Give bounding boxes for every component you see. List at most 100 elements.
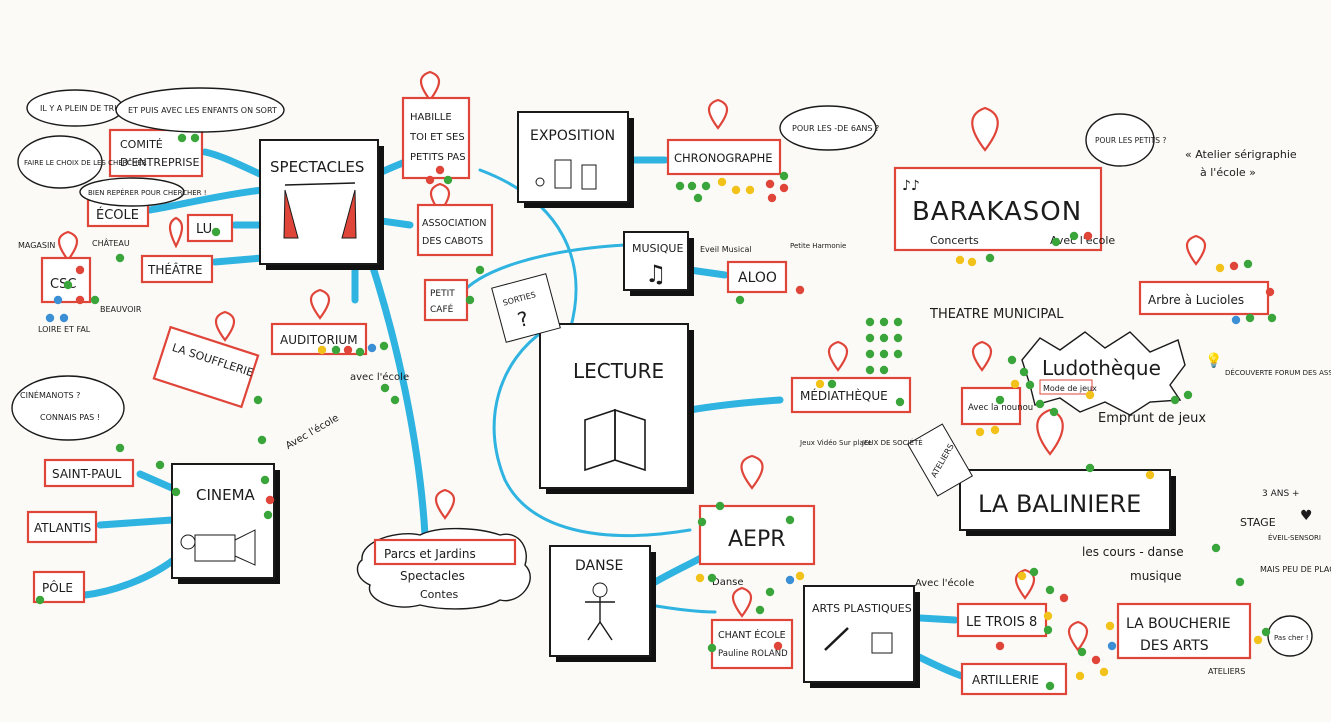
sticker-dot <box>379 341 389 351</box>
bubble-pour-les-6ans: POUR LES -DE 6ANS ? <box>779 105 879 151</box>
svg-text:ARTILLERIE: ARTILLERIE <box>972 673 1039 687</box>
sticker-dot <box>1105 621 1115 631</box>
sticker-dot <box>53 295 63 305</box>
sticker-dot <box>1261 627 1271 637</box>
svg-text:HABILLE: HABILLE <box>410 112 452 123</box>
sticker-dot <box>1083 231 1093 241</box>
svg-text:ATELIERS: ATELIERS <box>1208 667 1245 676</box>
svg-text:3 ANS +: 3 ANS + <box>1262 489 1300 499</box>
arrow-lecture-aepr <box>492 328 692 538</box>
hub-spectacles: SPECTACLES <box>259 139 384 270</box>
svg-text:Ludothèque: Ludothèque <box>1042 356 1161 380</box>
svg-text:STAGE: STAGE <box>1240 516 1276 529</box>
note-jeux-societe: JEUX DE SOCIÉTÉ <box>861 438 923 447</box>
sticker-dot <box>1045 681 1055 691</box>
svg-text:POUR LES -DE 6ANS ?: POUR LES -DE 6ANS ? <box>792 124 879 133</box>
sticker-dot <box>265 495 275 505</box>
svg-text:ÉVEIL-SENSORI: ÉVEIL-SENSORI <box>1268 533 1321 542</box>
note-avec-ecole-3: Avec l'école <box>915 577 974 589</box>
sticker-dot <box>257 435 267 445</box>
sticker-dot <box>1245 313 1255 323</box>
sticker-dot <box>865 333 875 343</box>
venue-petit-cafe: PETIT CAFÉ <box>423 278 469 322</box>
venue-parcs-jardins: Parcs et Jardins Spectacles Contes <box>356 488 531 610</box>
venue-nounou: Avec la nounou <box>960 340 1033 426</box>
arrow-musique-aloo <box>686 266 729 279</box>
sticker-dot <box>955 255 965 265</box>
sticker-dot <box>675 181 685 191</box>
sticker-dot <box>731 185 741 195</box>
sticker-dot <box>865 365 875 375</box>
sticker-dot <box>1025 380 1035 390</box>
svg-text:CONNAIS PAS !: CONNAIS PAS ! <box>40 413 100 422</box>
sticker-dot <box>755 605 765 615</box>
svg-text:MAGASIN: MAGASIN <box>18 241 55 250</box>
sticker-dot <box>1043 611 1053 621</box>
sticker-dot <box>1253 635 1263 645</box>
svg-text:Parcs et Jardins: Parcs et Jardins <box>384 547 476 561</box>
music-note-icon: ♫ <box>645 260 667 288</box>
sticker-dot <box>1107 641 1117 651</box>
sticker-dot <box>895 397 905 407</box>
note-avec-ecole-1: avec l'école <box>350 371 409 383</box>
svg-text:AUDITORIUM: AUDITORIUM <box>280 333 358 347</box>
sticker-dot <box>155 460 165 470</box>
sticker-dot <box>1183 390 1193 400</box>
sticker-dot <box>115 253 125 263</box>
svg-text:LA BALINIERE: LA BALINIERE <box>978 490 1141 518</box>
hub-danse-label: DANSE <box>575 558 623 574</box>
sticker-dot <box>390 395 400 405</box>
venue-theatre: THÉÂTRE <box>140 254 214 284</box>
sticker-dot <box>1043 625 1053 635</box>
arrow-cinema-saintpaul <box>136 470 176 492</box>
sticker-dot <box>190 133 200 143</box>
sticker-dot <box>1007 355 1017 365</box>
sticker-dot <box>45 313 55 323</box>
note-atelier-1: « Atelier sérigraphie <box>1185 148 1297 161</box>
sticker-dot <box>63 280 73 290</box>
svg-text:CHÂTEAU: CHÂTEAU <box>92 237 130 248</box>
sticker-dot <box>1029 567 1039 577</box>
sticker-dot <box>990 425 1000 435</box>
sticker-dot <box>211 227 221 237</box>
sticker-dot <box>695 573 705 583</box>
sticker-dot <box>355 347 365 357</box>
venue-balliniere: LA BALINIERE ATELIERS les cours - danse … <box>906 408 1184 583</box>
sticker-dot <box>879 365 889 375</box>
note-avec-ecole-2: Avec l'école <box>284 412 341 452</box>
venue-aepr: AEPR <box>698 454 816 566</box>
sticker-dot <box>715 501 725 511</box>
sticker-dot <box>717 177 727 187</box>
sticker-dot <box>1145 470 1155 480</box>
venue-soufflerie: LA SOUFFLERIE <box>152 310 260 409</box>
svg-text:Avec l'école: Avec l'école <box>1050 234 1115 247</box>
sticker-dot <box>765 179 775 189</box>
sticker-dot <box>1235 577 1245 587</box>
venue-association: ASSOCIATION DES CABOTS <box>416 182 494 257</box>
hub-musique-label: MUSIQUE <box>632 242 683 255</box>
sticker-dot <box>701 181 711 191</box>
venue-habille: HABILLE TOI ET SES PETITS PAS <box>401 70 471 180</box>
sticker-dot <box>465 295 475 305</box>
sticker-dot <box>177 133 187 143</box>
sticker-dot <box>795 285 805 295</box>
sticker-dot <box>367 343 377 353</box>
sticker-dot <box>331 345 341 355</box>
sticker-dot <box>795 571 805 581</box>
sticker-dot <box>865 317 875 327</box>
arrow-musique-cafe <box>458 243 627 297</box>
sticker-dot <box>1265 287 1275 297</box>
hub-lecture-label: LECTURE <box>573 359 664 383</box>
svg-text:AEPR: AEPR <box>728 527 786 552</box>
svg-text:Avec la nounou: Avec la nounou <box>968 403 1033 413</box>
svg-text:SAINT-PAUL: SAINT-PAUL <box>52 467 122 481</box>
sticker-dot <box>1019 367 1029 377</box>
sticker-dot <box>1085 390 1095 400</box>
sticker-dot <box>1035 399 1045 409</box>
sticker-dot <box>745 185 755 195</box>
hub-lecture: LECTURE <box>539 323 694 494</box>
sticker-dot <box>260 475 270 485</box>
sticker-dot <box>425 175 435 185</box>
note-eveil: Eveil Musical <box>700 245 752 254</box>
sticker-dot <box>879 333 889 343</box>
